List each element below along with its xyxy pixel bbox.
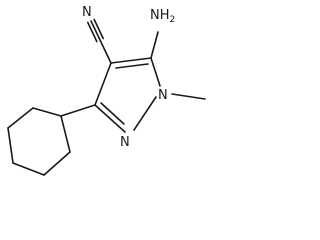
- bond-cy6-cy1: [60, 115, 71, 153]
- bond-c4-cnitrile: [99, 39, 112, 64]
- bond-c4-c5: [110, 57, 152, 64]
- bond-c3-cy1: [60, 104, 96, 117]
- bond-c4-c5-inner: [115, 63, 149, 69]
- nitrile-group: [87, 18, 112, 64]
- atom-label-amino: NH2: [150, 8, 175, 25]
- bond-c5-n1: [150, 57, 161, 87]
- bond-cy4-cy5: [12, 162, 45, 176]
- bond-cy5-cy6: [43, 151, 71, 176]
- cyclohexyl-group: [7, 104, 96, 176]
- bond-n1-methyl: [171, 93, 206, 100]
- bond-n1-n2: [133, 96, 157, 131]
- bond-triple-cn-left: [87, 21, 98, 43]
- bond-triple-cn-right: [93, 18, 104, 40]
- atom-label-amino-subscript: 2: [170, 15, 176, 25]
- bond-cy1-cy2: [32, 107, 62, 117]
- bond-cy2-cy3: [7, 107, 34, 129]
- bond-c5-amino: [150, 31, 159, 59]
- bond-triple-cn-center: [90, 20, 101, 41]
- pyrazole-ring: [94, 57, 161, 133]
- bond-c3-c4: [94, 62, 112, 106]
- bond-n2-c3: [94, 104, 126, 133]
- atom-label-ring-n2: N: [120, 135, 130, 150]
- bond-n2-c3-inner: [100, 102, 125, 125]
- atom-label-nitrile-n: N: [82, 5, 92, 20]
- atom-label-ring-n1: N: [158, 88, 168, 103]
- atom-label-amino-nh: NH: [150, 8, 170, 23]
- structural-formula: N NH2 N N: [7, 5, 206, 176]
- bond-cy3-cy4: [7, 127, 14, 164]
